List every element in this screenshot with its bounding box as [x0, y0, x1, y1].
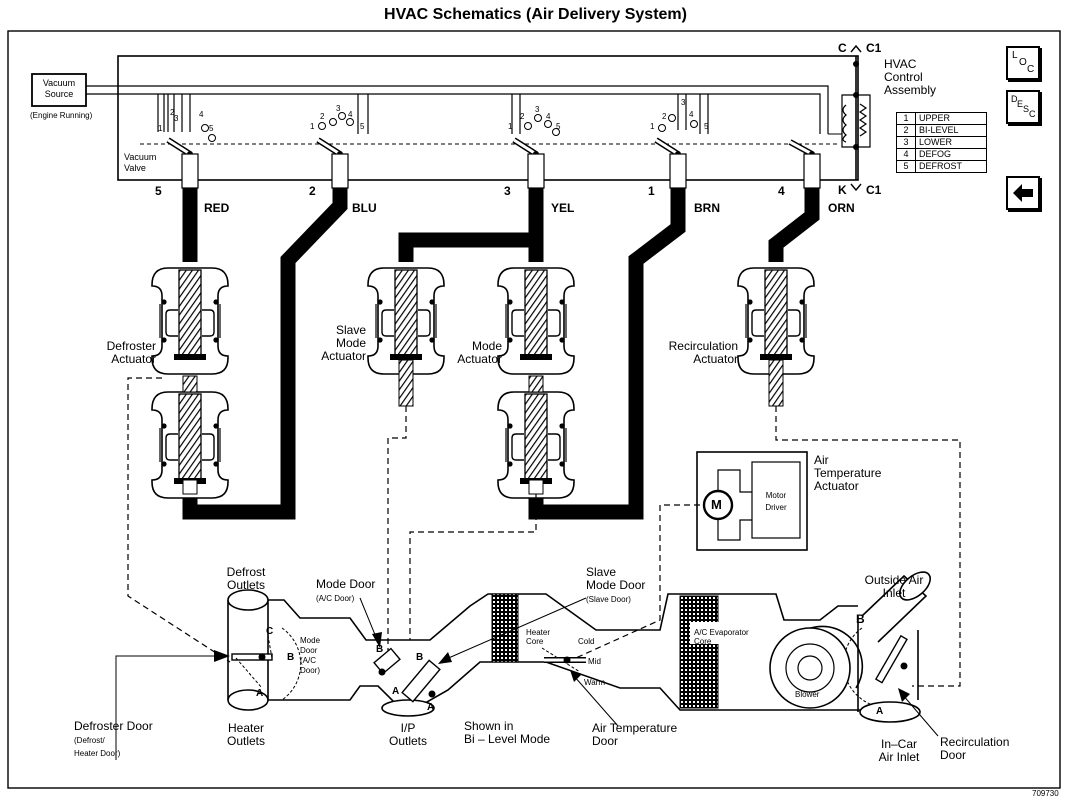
loc-button[interactable]: L O C [1006, 46, 1040, 80]
shown-in-label: Shown in Bi – Level Mode [464, 719, 551, 746]
engine-running-note: (Engine Running) [30, 111, 93, 120]
connector-top-right: C1 [866, 41, 882, 55]
mode-actuator-label: Mode Actuator [457, 339, 502, 366]
mode-door-callout-label: Mode Door (A/C Door) [316, 577, 376, 604]
wire-red-label: RED [204, 201, 230, 215]
recirculation-actuator [737, 267, 815, 375]
air-temperature-actuator-label: Air Temperature Actuator [814, 453, 882, 493]
outside-air-inlet-label: Outside Air Inlet [864, 573, 924, 600]
loc-letter-o: O [1019, 57, 1027, 68]
desc-letter-s: S [1023, 104, 1030, 114]
defrost-outlets-label: Defrost Outlets [226, 565, 266, 592]
mode-door-inline-label: Mode Door (A/C Door) [300, 636, 321, 675]
valve-group-3 [511, 94, 560, 189]
recirculation-door-label: Recirculation Door [940, 735, 1010, 762]
solenoid-symbol [828, 44, 871, 192]
desc-letter-e: E [1017, 99, 1024, 109]
wire-yel-label: YEL [551, 201, 575, 215]
port-number-4: 1 [648, 184, 655, 198]
valve-group-5 [788, 139, 821, 189]
desc-letter-d: D [1011, 94, 1018, 104]
heater-core-label: Heater Core [526, 628, 551, 646]
valve-group-4 [654, 94, 709, 189]
temp-position-warm: Warm [584, 678, 606, 687]
recirc-door-letter-a: A [876, 706, 884, 717]
back-arrow-icon [1013, 184, 1033, 202]
blower-label: Blower [795, 690, 820, 699]
wire-brn-label: BRN [694, 201, 720, 215]
in-car-air-inlet-label: In–Car Air Inlet [878, 737, 920, 764]
slave-mode-actuator-label: Slave Mode Actuator [321, 323, 366, 363]
defroster-actuator-upper [151, 267, 229, 375]
figure-number: 709730 [1032, 789, 1059, 798]
slave-mode-door-label: Slave Mode Door (Slave Door) [586, 565, 646, 605]
vacuum-source-box [31, 73, 87, 107]
port-number-5: 4 [778, 184, 785, 198]
wire-blu-label: BLU [352, 201, 377, 215]
recirculation-actuator-label: Recirculation Actuator [668, 339, 738, 366]
vacuum-valve-label: Vacuum Valve [124, 152, 157, 173]
valve-group-2 [316, 94, 369, 189]
mode-door-letter-a2: A [427, 702, 435, 713]
mode-door-letter-b2: B [416, 652, 424, 663]
air-temp-door [541, 647, 586, 673]
ac-evaporator-core [679, 595, 719, 709]
defrost-door [231, 635, 273, 689]
wire-orn-label: ORN [828, 201, 855, 215]
loc-letter-l: L [1012, 50, 1018, 61]
page-title: HVAC Schematics (Air Delivery System) [384, 6, 687, 23]
loc-letter-c: C [1027, 64, 1035, 75]
defrost-door-letter-a: A [256, 688, 264, 699]
motor-label: M [711, 497, 722, 512]
port-number-3: 3 [504, 184, 511, 198]
port-number-2: 2 [309, 184, 316, 198]
mode-door [373, 647, 441, 703]
control-assembly-label: HVAC Control Assembly [884, 57, 937, 97]
vacuum-hoses [182, 188, 820, 520]
defrost-door-letter-b: B [287, 652, 295, 663]
back-button[interactable] [1006, 176, 1040, 210]
recirc-door-letter-b: B [856, 612, 865, 626]
linkages [127, 377, 961, 687]
ip-outlets-label: I/P Outlets [388, 721, 427, 748]
air-duct [227, 571, 932, 723]
motor-driver-label: Motor Driver [765, 491, 787, 512]
temp-position-cold: Cold [578, 637, 595, 646]
connector-top-left: C [838, 41, 847, 55]
mode-door-letter-b1: B [376, 644, 384, 655]
port-number-1: 5 [155, 184, 162, 198]
connector-bottom-right: C1 [866, 183, 882, 197]
recirculation-door [874, 634, 908, 684]
air-temperature-door-label: Air Temperature Door [592, 721, 678, 748]
defroster-actuator-label: Defroster Actuator [106, 339, 156, 366]
connector-bottom-left: K [838, 183, 847, 197]
heater-outlets-label: Heater Outlets [226, 721, 265, 748]
defroster-door-label: Defroster Door (Defrost/ Heater Door) [74, 719, 153, 759]
vacuum-source-label: Vacuum Source [42, 78, 76, 99]
blower-symbol [769, 625, 864, 709]
mode-actuator-upper [497, 267, 575, 375]
heater-core [491, 593, 519, 663]
desc-letter-c: C [1029, 109, 1036, 119]
desc-button[interactable]: D E S C [1006, 90, 1040, 124]
control-assembly-frame [7, 30, 1061, 789]
defrost-door-letter-c: C [266, 626, 274, 637]
vacuum-valve-body [117, 55, 859, 181]
temp-position-mid: Mid [588, 657, 601, 666]
ac-evaporator-label: A/C Evaporator Core [694, 628, 749, 646]
mode-door-letter-a1: A [392, 686, 400, 697]
valve-group-1 [157, 94, 216, 189]
